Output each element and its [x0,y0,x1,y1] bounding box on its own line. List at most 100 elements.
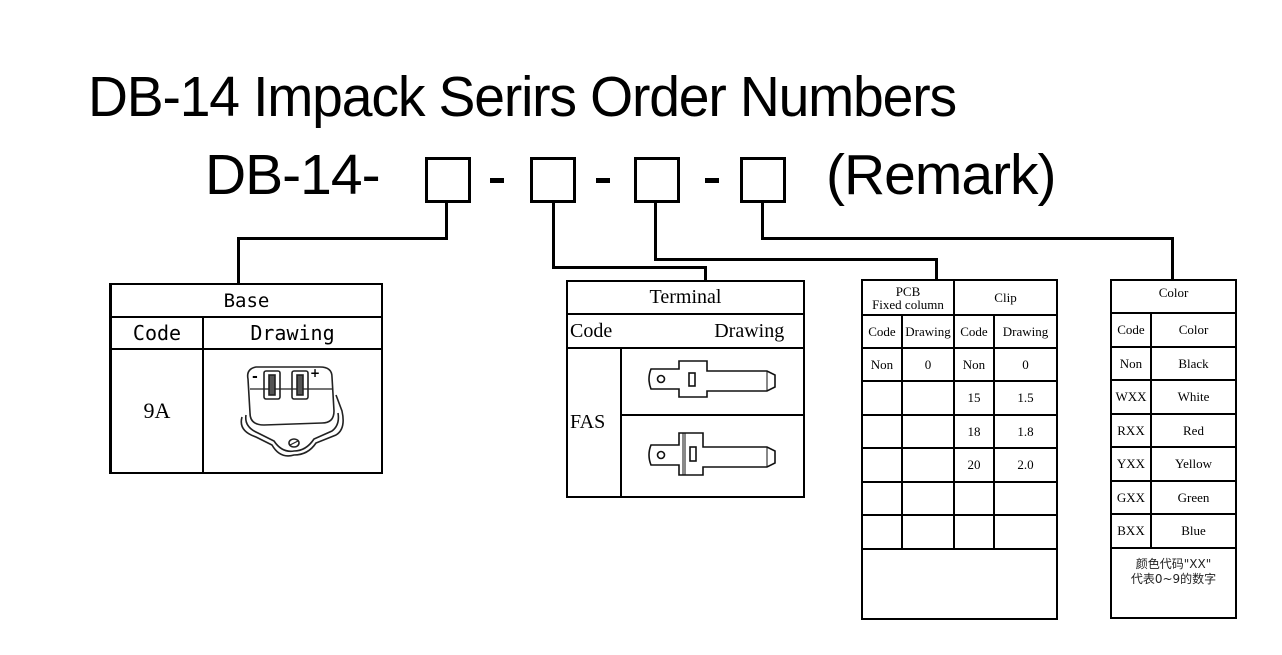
connector-line-base [237,237,240,284]
clip-code-cell [953,481,995,516]
terminal-table-title: Terminal [566,280,805,315]
terminal-code-cell: FAS [566,347,622,498]
pcb-drawing-cell [901,447,955,483]
pcb-group-header: PCB Fixed column [861,279,955,316]
base-table: Base Code Drawing 9A - [109,283,383,474]
base-header-drawing: Drawing [202,316,383,350]
pcb-clip-table: PCB Fixed column Clip Code Drawing Code … [861,279,1058,620]
clip-drawing-cell [993,481,1058,516]
table-row: 20 2.0 [861,447,1058,483]
pcb-subtitle: Fixed column [872,296,944,312]
clip-code-cell: 18 [953,414,995,449]
table-row: Non 0 Non 0 [861,347,1058,382]
separator-dash [490,178,504,183]
connector-line-terminal [552,266,707,269]
color-name-cell: Red [1150,413,1237,448]
color-name-cell: Blue [1150,513,1237,549]
clip-drawing-cell: 0 [993,347,1058,382]
slot-terminal [530,157,576,203]
color-header-code: Code [1110,312,1152,348]
terminal-drawing-cell [620,414,805,498]
color-note-cell: 颜色代码"XX" 代表0~9的数字 [1110,547,1237,619]
table-row: BXX Blue [1110,513,1237,549]
pcb-code-cell: Non [861,347,903,382]
clip-code-cell: Non [953,347,995,382]
part-number-prefix: DB-14- [205,143,381,207]
table-row: 9A - + [109,348,383,474]
color-name-cell: Yellow [1150,446,1237,482]
pcb-drawing-cell [901,380,955,416]
clip-header-drawing: Drawing [993,314,1058,349]
clip-code-cell: 15 [953,380,995,416]
base-drawing-cell: - + [202,348,383,474]
terminal-header-row: Code Drawing [566,313,805,349]
base-code-cell: 9A [109,348,204,474]
table-row: RXX Red [1110,413,1237,448]
pcb-code-cell [861,380,903,416]
color-code-cell: BXX [1110,513,1152,549]
pcb-drawing-cell [901,481,955,516]
connector-line-color [761,237,1174,240]
color-name-cell: White [1150,379,1237,415]
terminal-header-drawing: Drawing [714,319,785,342]
table-row: 18 1.8 [861,414,1058,449]
color-code-cell: Non [1110,346,1152,381]
terminal-drawing-cell [620,347,805,416]
clip-code-cell [953,514,995,550]
color-code-cell: GXX [1110,480,1152,515]
clip-header-code: Code [953,314,995,349]
clip-drawing-cell: 1.5 [993,380,1058,416]
table-row: FAS [566,347,805,498]
separator-dash [705,178,719,183]
clip-drawing-cell: 1.8 [993,414,1058,449]
color-code-cell: YXX [1110,446,1152,482]
slot-base [425,157,471,203]
pcb-code-cell [861,447,903,483]
table-row [567,414,805,498]
color-table-title: Color [1110,279,1237,314]
clip-drawing-cell [993,514,1058,550]
base-connector-drawing-icon: - + [240,366,344,457]
color-code-cell: RXX [1110,413,1152,448]
color-code-cell: WXX [1110,379,1152,415]
connector-line-base [237,237,448,240]
part-number-remark: (Remark) [826,143,1056,207]
pcb-header-code: Code [861,314,903,349]
connector-line-base [445,200,448,240]
color-name-cell: Black [1150,346,1237,381]
table-row [861,514,1058,550]
connector-line-pcb-clip [935,258,938,280]
pcb-code-cell [861,481,903,516]
table-row: GXX Green [1110,480,1237,515]
connector-line-terminal [552,200,555,269]
pcb-drawing-cell [901,414,955,449]
connector-line-color [761,200,764,240]
terminal-header-code: Code [570,319,613,342]
diagram-title: DB-14 Impack Serirs Order Numbers [88,65,957,129]
connector-line-pcb-clip [654,258,938,261]
clip-group-header: Clip [953,279,1058,316]
connector-line-terminal [704,266,707,282]
connector-line-pcb-clip [654,200,657,261]
slot-pcb-clip [634,157,680,203]
slot-color [740,157,786,203]
table-row [861,481,1058,516]
base-table-title: Base [109,283,383,318]
minus-mark: - [252,369,258,385]
connector-line-color [1171,237,1174,280]
terminal-flat-drawing-icon [647,360,776,398]
table-row: 15 1.5 [861,380,1058,416]
color-note-line: 代表0~9的数字 [1130,572,1217,586]
color-name-cell: Green [1150,480,1237,515]
separator-dash [596,178,610,183]
pcb-header-drawing: Drawing [901,314,955,349]
color-header-color: Color [1150,312,1237,348]
pcb-title: PCB [895,283,921,299]
pcb-drawing-cell: 0 [901,347,955,382]
pcb-code-cell [861,414,903,449]
table-row: WXX White [1110,379,1237,415]
pcb-drawing-cell [901,514,955,550]
color-note-line: 颜色代码"XX" [1135,557,1212,571]
plus-mark: + [310,366,320,380]
terminal-table: Terminal Code Drawing FAS [566,280,805,498]
